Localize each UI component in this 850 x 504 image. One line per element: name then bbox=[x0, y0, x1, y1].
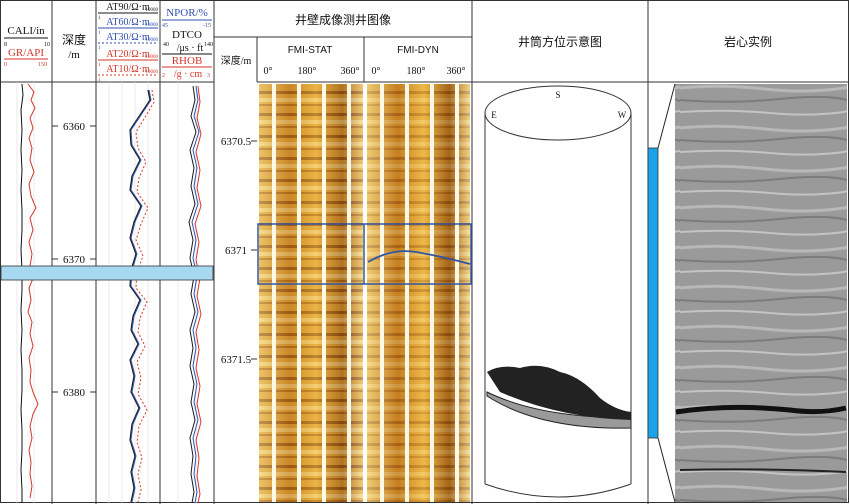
resistivity-curve-label: AT90/Ω·m bbox=[106, 2, 150, 13]
core-title: 岩心实例 bbox=[724, 34, 772, 49]
resistivity-curve-label: AT30/Ω·m bbox=[106, 32, 150, 43]
resistivity-curve-label: AT10/Ω·m bbox=[106, 64, 150, 75]
resistivity-min: 1 bbox=[98, 46, 101, 51]
angle-label: 0° bbox=[372, 66, 381, 77]
angle-label: 180° bbox=[298, 66, 317, 77]
depth-tick-label: 6360 bbox=[63, 121, 86, 133]
resistivity-max: 10000 bbox=[146, 8, 159, 13]
gr-max: 150 bbox=[38, 62, 47, 68]
track-orientation: 井筒方位示意图 S E W bbox=[472, 0, 649, 504]
gr-curve bbox=[27, 83, 39, 499]
compass-w: W bbox=[618, 110, 627, 120]
angle-label: 180° bbox=[407, 66, 426, 77]
image-depth-tick-label: 6370.5 bbox=[221, 136, 252, 148]
track-porosity: NPOR/% 45 -15 DTCO 40 /μs · ft 140 RHOB … bbox=[160, 0, 215, 504]
resistivity-min: 1 bbox=[98, 63, 101, 68]
dtco-max: 140 bbox=[204, 42, 213, 48]
cali-curve bbox=[20, 83, 24, 503]
npor-curve bbox=[191, 85, 200, 504]
orientation-title: 井筒方位示意图 bbox=[518, 34, 602, 49]
imaging-title: 井壁成像测井图像 bbox=[295, 12, 391, 27]
core-interval-bar bbox=[647, 147, 659, 439]
resistivity-max: 10000 bbox=[146, 70, 159, 75]
gr-min: 0 bbox=[4, 62, 7, 68]
fracture-plane-grey bbox=[486, 391, 632, 429]
track-imaging: 井壁成像测井图像 深度/m FMI-STAT FMI-DYN 0° 180° 360… bbox=[214, 0, 473, 504]
dtco-unit: /μs · ft bbox=[177, 43, 204, 54]
track-cali-gr: CALI/in 8 10 GR/API 0 150 bbox=[0, 0, 53, 504]
resistivity-max: 10000 bbox=[146, 38, 159, 43]
resistivity-curve-label: AT60/Ω·m bbox=[106, 17, 150, 28]
resistivity-min: 1 bbox=[98, 78, 101, 83]
dtco-label: DTCO bbox=[172, 29, 202, 41]
rhob-max: 3 bbox=[207, 73, 210, 79]
track-resistivity: AT90/Ω·m110000AT60/Ω·m110000AT30/Ω·m1100… bbox=[96, 0, 161, 504]
npor-max: -15 bbox=[203, 23, 211, 29]
npor-label: NPOR/% bbox=[166, 7, 208, 19]
depth-tick-label: 6370 bbox=[63, 254, 86, 266]
rhob-label: RHOB bbox=[172, 55, 203, 67]
fmi-stat-image bbox=[259, 84, 363, 502]
core-photo bbox=[675, 84, 847, 502]
depth-title: 深度 bbox=[62, 32, 86, 47]
at90-curve bbox=[129, 89, 151, 503]
cali-max: 10 bbox=[44, 42, 50, 48]
image-depth-tick-label: 6371.5 bbox=[221, 354, 252, 366]
dtco-min: 40 bbox=[163, 42, 169, 48]
npor-min: 45 bbox=[162, 23, 168, 29]
compass-e: E bbox=[491, 110, 497, 120]
image-depth-title: 深度/m bbox=[221, 54, 252, 67]
angle-label: 360° bbox=[341, 66, 360, 77]
fracture-sinusoid bbox=[367, 250, 471, 265]
angle-label: 360° bbox=[447, 66, 466, 77]
highlight-interval bbox=[0, 265, 214, 281]
resistivity-max: 10000 bbox=[146, 23, 159, 28]
resistivity-min: 1 bbox=[98, 31, 101, 36]
depth-tick-label: 6380 bbox=[63, 387, 86, 399]
cali-label: CALI/in bbox=[7, 25, 45, 37]
rhob-min: 2 bbox=[162, 73, 165, 79]
fmi-dyn-image bbox=[367, 84, 470, 502]
rhob-curve bbox=[194, 85, 202, 504]
track-depth: 深度 /m 6360 6370 6380 bbox=[52, 0, 97, 504]
rhob-unit: /g · cm bbox=[174, 69, 203, 80]
dtco-curve bbox=[188, 85, 197, 504]
fracture-plane-dark bbox=[487, 365, 631, 420]
fmi-dyn-title: FMI-DYN bbox=[397, 45, 439, 56]
depth-unit: /m bbox=[68, 49, 80, 61]
at60-curve bbox=[130, 89, 152, 503]
resistivity-curve-label: AT20/Ω·m bbox=[106, 49, 150, 60]
angle-label: 0° bbox=[264, 66, 273, 77]
resistivity-max: 10000 bbox=[146, 55, 159, 60]
fmi-stat-title: FMI-STAT bbox=[288, 45, 333, 56]
cali-min: 8 bbox=[4, 42, 7, 48]
gr-label: GR/API bbox=[8, 47, 44, 59]
at10-curve bbox=[135, 89, 155, 503]
image-depth-tick-label: 6371 bbox=[225, 245, 247, 257]
resistivity-min: 1 bbox=[98, 16, 101, 21]
track-core: 岩心实例 bbox=[647, 34, 849, 503]
compass-s: S bbox=[555, 90, 560, 100]
